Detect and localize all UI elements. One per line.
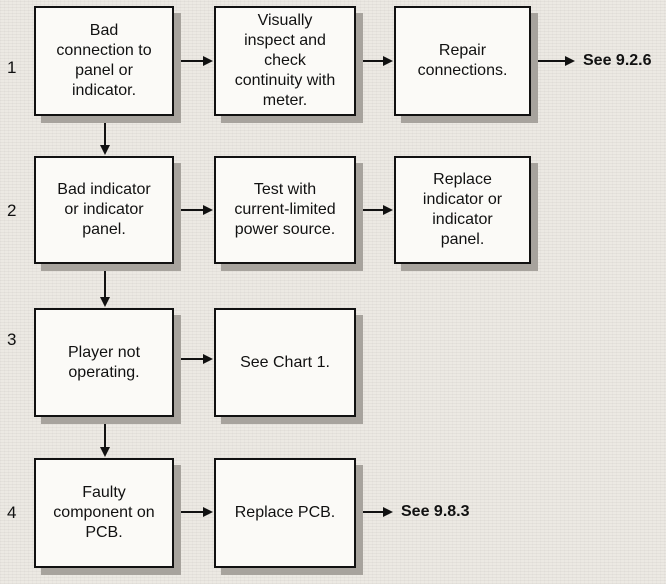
step-box: Replace indicator or indicator panel. [394, 156, 531, 264]
step-box: Player not operating. [34, 308, 174, 417]
step-box: Test with current-limited power source. [214, 156, 356, 264]
step-box: Visually inspect and check continuity wi… [214, 6, 356, 116]
row-number: 1 [7, 58, 17, 77]
arrowhead-r3-1 [203, 354, 213, 364]
step-box: See Chart 1. [214, 308, 356, 417]
arrowhead-down-3 [100, 447, 110, 457]
arrowhead-r1-2 [383, 56, 393, 66]
arrowhead-r4-1 [203, 507, 213, 517]
step-box: Bad connection to panel or indicator. [34, 6, 174, 116]
arrowhead-down-2 [100, 297, 110, 307]
arrowhead-r2-1 [203, 205, 213, 215]
step-box: Repair connections. [394, 6, 531, 116]
arrowhead-r1-ref [565, 56, 575, 66]
arrowhead-r1-1 [203, 56, 213, 66]
reference-label: See 9.2.6 [583, 52, 652, 69]
row-number: 4 [7, 503, 17, 522]
step-box: Replace PCB. [214, 458, 356, 568]
row-number: 2 [7, 201, 17, 220]
arrowhead-r4-ref [383, 507, 393, 517]
arrowhead-r2-2 [383, 205, 393, 215]
row-number: 3 [7, 330, 17, 349]
reference-label: See 9.8.3 [401, 503, 470, 520]
step-box: Bad indicator or indicator panel. [34, 156, 174, 264]
step-box: Faulty component on PCB. [34, 458, 174, 568]
arrowhead-down-1 [100, 145, 110, 155]
